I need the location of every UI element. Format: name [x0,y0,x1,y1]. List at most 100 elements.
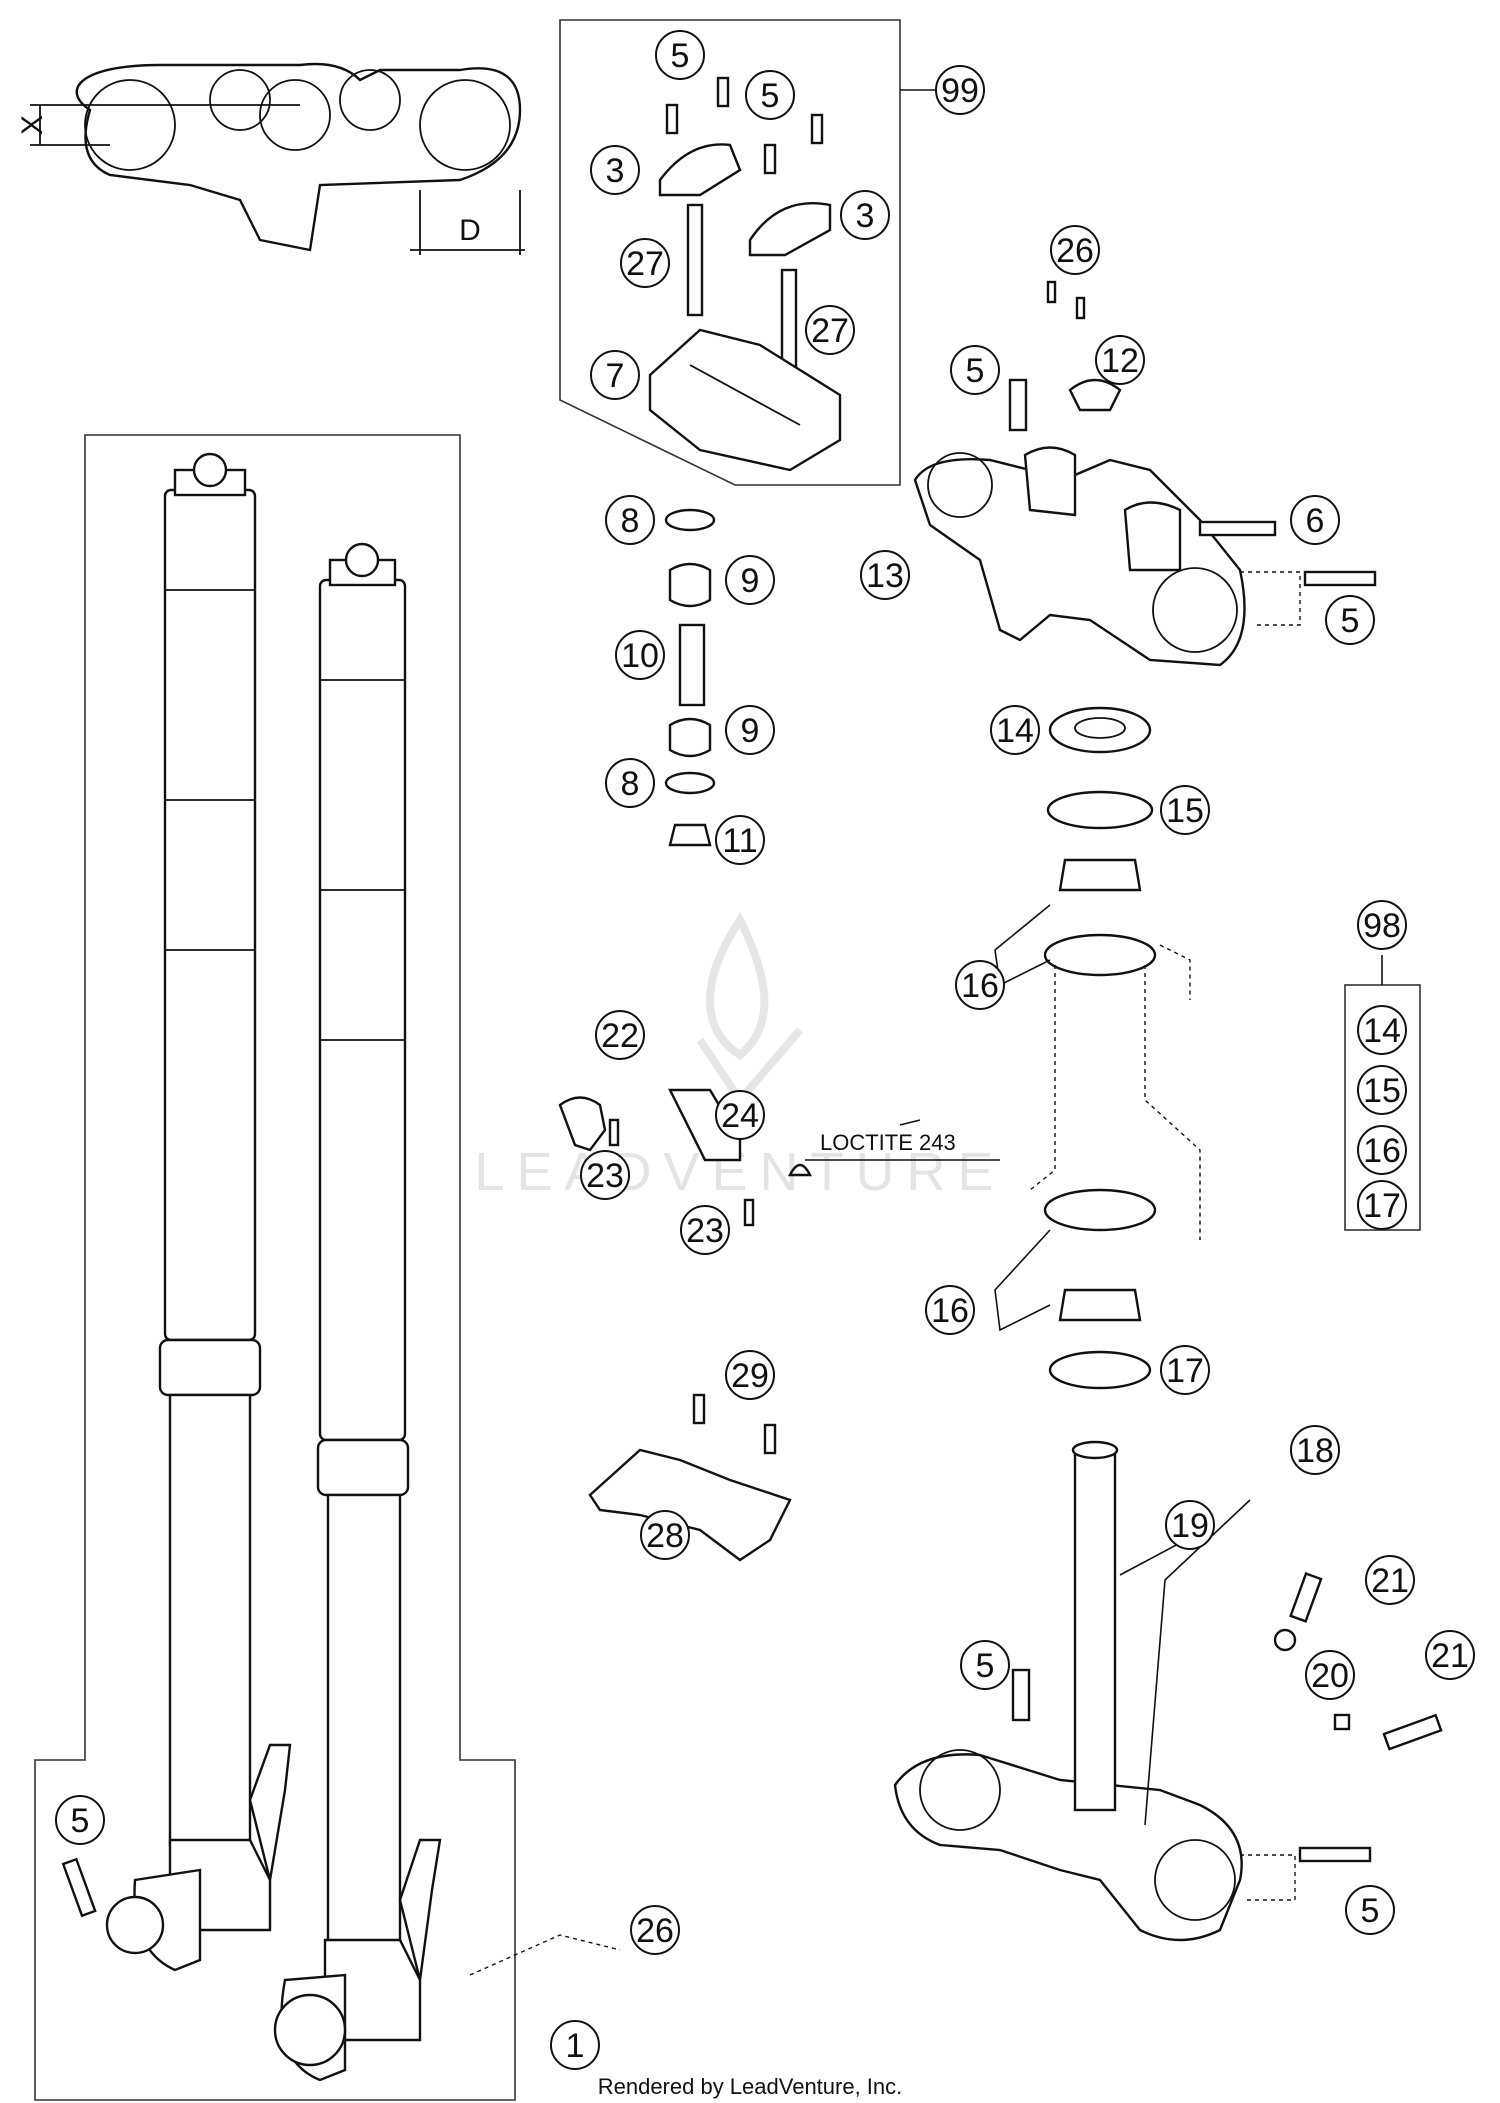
callout-circle [960,1640,1010,1690]
callout-c27b: 27 [805,305,855,355]
callout-c9a: 9 [725,555,775,605]
callout-label: 3 [856,197,875,235]
callout-circle [1160,785,1210,835]
callout-label: 18 [1296,1432,1334,1470]
callout-c24: 24 [715,1090,765,1140]
spacer-hardware [664,508,716,847]
callout-label: 28 [646,1517,684,1555]
callout-c22: 22 [595,1010,645,1060]
callout-label: 9 [741,712,760,750]
callout-c6: 6 [1290,495,1340,545]
callout-label: 19 [1171,1507,1209,1545]
callout-label: 23 [586,1157,624,1195]
callout-label: 14 [996,712,1034,750]
dimension-x-label: X [16,115,49,135]
callout-circle [925,1285,975,1335]
callout-label: 21 [1371,1562,1409,1600]
callout-c26a: 26 [1050,225,1100,275]
callout-circle [620,238,670,288]
callout-c3b: 3 [840,190,890,240]
callout-c5e: 5 [55,1795,105,1845]
callout-circle [1095,335,1145,385]
callout-circle [590,145,640,195]
callout-c5b: 5 [745,70,795,120]
callout-c3a: 3 [590,145,640,195]
fork-bolt [61,1857,97,1918]
callout-c5d: 5 [1325,595,1375,645]
callout-label: 23 [686,1212,724,1250]
callout-circle [680,1205,730,1255]
callout-label: 15 [1363,1072,1401,1110]
callout-c5c: 5 [950,345,1000,395]
callout-label: 24 [721,1097,759,1135]
callouts: 1335555555678899101112131414151516161617… [55,30,1475,2070]
callout-c17a: 17 [1160,1345,1210,1395]
callout-c20: 20 [1305,1650,1355,1700]
callout-c15b: 15 [1357,1065,1407,1115]
callout-circle [1050,225,1100,275]
callout-circle [725,1350,775,1400]
callout-label: 10 [621,637,659,675]
handlebar-riser [648,328,842,472]
callout-c18: 18 [1290,1425,1340,1475]
callout-c21b: 21 [1425,1630,1475,1680]
callout-circle [860,550,910,600]
brake-line-bracket [588,1393,792,1562]
callout-c23a: 23 [580,1150,630,1200]
callout-circle [955,960,1005,1010]
callout-c17b: 17 [1357,1180,1407,1230]
callout-circle [1357,900,1407,950]
callout-c16b: 16 [925,1285,975,1335]
callout-label: 16 [961,967,999,1005]
callout-c5f: 5 [960,1640,1010,1690]
callout-c16a: 16 [955,960,1005,1010]
steering-nut-cap [1068,378,1122,412]
callout-circle [745,70,795,120]
callout-label: 9 [741,562,760,600]
callout-label: 5 [71,1802,90,1840]
callout-circle [950,345,1000,395]
fork-assembly-outline [34,434,516,2101]
callout-c10: 10 [615,630,665,680]
callout-label: 8 [621,502,640,540]
callout-circle [1165,1500,1215,1550]
callout-c5a: 5 [655,30,705,80]
callout-label: 21 [1431,1637,1469,1675]
callout-label: 5 [761,77,780,115]
callout-circle [840,190,890,240]
small-screws [1046,280,1086,320]
callout-circle [1290,495,1340,545]
callout-label: 8 [621,765,640,803]
callout-label: 99 [941,72,979,110]
loctite-label: LOCTITE 243 [820,1130,956,1155]
callout-circle [1160,1345,1210,1395]
clamp-bolt-21b [1382,1713,1443,1751]
callout-circle [605,758,655,808]
callout-c15a: 15 [1160,785,1210,835]
callout-circle [1357,1125,1407,1175]
callout-circle [630,1905,680,1955]
callout-label: 12 [1101,342,1139,380]
callout-circle [715,1090,765,1140]
callout-label: 5 [976,1647,995,1685]
callout-label: 98 [1363,907,1401,945]
callout-circle [640,1510,690,1560]
callout-c28: 28 [640,1510,690,1560]
callout-label: 11 [722,822,757,860]
callout-label: 29 [731,1357,769,1395]
callout-circle [1305,1650,1355,1700]
callout-circle [715,815,765,865]
callout-c7: 7 [590,350,640,400]
lower-clamp-bolt [1011,1668,1031,1722]
callout-label: 15 [1166,792,1204,830]
callout-label: 5 [1341,602,1360,640]
callout-label: 17 [1166,1352,1204,1390]
callout-circle [1365,1555,1415,1605]
lower-triple-clamp [893,1440,1443,1942]
callout-circle [1357,1180,1407,1230]
callout-c1: 1 [550,2020,600,2070]
callout-circle [990,705,1040,755]
callout-c5g: 5 [1345,1885,1395,1935]
callout-c12: 12 [1095,335,1145,385]
callout-circle [1345,1885,1395,1935]
